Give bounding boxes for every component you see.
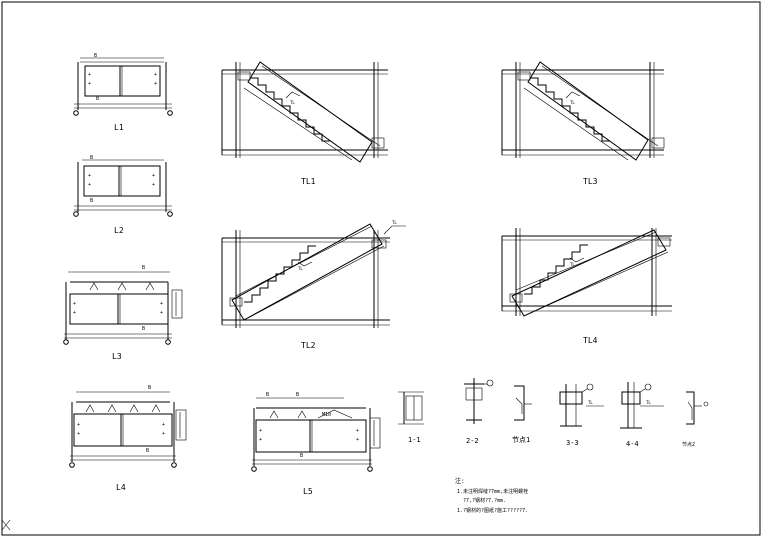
- svg-text:+: +: [88, 72, 91, 78]
- section-4-4-drawing: TL: [620, 382, 664, 429]
- section-1-1-drawing: [398, 391, 424, 425]
- stair-tl3-drawing: TL: [501, 61, 665, 161]
- svg-text:+: +: [160, 310, 163, 316]
- stair-tl1-drawing: TL: [221, 61, 388, 163]
- notes-line-1: 1.未注明焊缝?7mm,未注明螺栓: [457, 488, 528, 495]
- label-tl4: TL4: [583, 336, 598, 345]
- label-l1: L1: [114, 123, 124, 132]
- svg-text:+: +: [160, 301, 163, 307]
- label-l3: L3: [112, 352, 122, 361]
- svg-text:B: B: [90, 198, 93, 204]
- svg-text:+: +: [259, 437, 262, 443]
- node-2-drawing: [686, 391, 709, 425]
- beam-l1-drawing: B + + + + B: [73, 53, 173, 116]
- svg-text:B: B: [146, 448, 149, 454]
- beam-l4-drawing: B + + + + B: [69, 385, 187, 468]
- svg-text:+: +: [162, 431, 165, 437]
- svg-text:TL: TL: [392, 220, 397, 225]
- notes-line-2: ?7,?钢材?7.?mm.: [463, 497, 506, 504]
- label-section-4-4: 4-4: [626, 440, 639, 448]
- svg-text:B: B: [90, 155, 93, 161]
- label-node-2: 节点2: [682, 442, 695, 448]
- svg-text:+: +: [154, 72, 157, 78]
- node-1-drawing: [514, 385, 532, 421]
- svg-text:+: +: [88, 81, 91, 87]
- svg-text:TL: TL: [646, 400, 651, 405]
- label-tl1: TL1: [301, 177, 316, 186]
- svg-text:+: +: [356, 428, 359, 434]
- label-l4: L4: [116, 483, 126, 492]
- beam-l3-drawing: B + + + + B: [63, 265, 183, 345]
- svg-text:B: B: [300, 453, 303, 459]
- svg-text:+: +: [154, 81, 157, 87]
- svg-text:TL: TL: [290, 100, 295, 105]
- label-tl2: TL2: [301, 341, 316, 350]
- label-tl3: TL3: [583, 177, 598, 186]
- svg-text:+: +: [259, 428, 262, 434]
- svg-text:+: +: [73, 310, 76, 316]
- corner-cross-mark: [1, 519, 11, 531]
- section-2-2-drawing: [464, 378, 494, 424]
- svg-text:+: +: [88, 182, 91, 188]
- svg-text:TL: TL: [298, 266, 303, 271]
- svg-text:+: +: [88, 173, 91, 179]
- label-section-2-2: 2-2: [466, 437, 479, 445]
- svg-text:B: B: [266, 392, 269, 398]
- svg-text:+: +: [77, 422, 80, 428]
- svg-text:+: +: [152, 182, 155, 188]
- label-section-3-3: 3-3: [566, 439, 579, 447]
- svg-text:B: B: [142, 265, 145, 271]
- label-l2: L2: [114, 226, 124, 235]
- svg-text:+: +: [356, 437, 359, 443]
- label-node-1: 节点1: [512, 436, 530, 444]
- svg-text:TL: TL: [570, 262, 575, 267]
- beam-l2-drawing: B + + + + B: [73, 155, 173, 217]
- svg-text:B: B: [296, 392, 299, 398]
- svg-text:B: B: [142, 326, 145, 332]
- svg-text:B: B: [148, 385, 151, 391]
- svg-text:B: B: [94, 53, 97, 59]
- notes-line-3: 1.?钢材的?图纸?施工?????7.: [457, 507, 528, 514]
- label-l5: L5: [303, 487, 313, 496]
- svg-text:M10: M10: [322, 412, 331, 418]
- svg-text:+: +: [152, 173, 155, 179]
- stair-tl4-drawing: TL: [501, 228, 672, 317]
- svg-text:B: B: [96, 96, 99, 102]
- svg-text:+: +: [73, 301, 76, 307]
- svg-text:TL: TL: [588, 400, 593, 405]
- label-section-1-1: 1-1: [408, 436, 421, 444]
- notes-title: 注:: [455, 477, 465, 485]
- svg-text:+: +: [77, 431, 80, 437]
- section-3-3-drawing: TL: [559, 383, 604, 427]
- beam-l5-drawing: B B M10 + + + + B: [251, 392, 381, 472]
- svg-text:TL: TL: [570, 100, 575, 105]
- stair-tl2-drawing: TL TL: [221, 220, 406, 328]
- svg-text:+: +: [162, 422, 165, 428]
